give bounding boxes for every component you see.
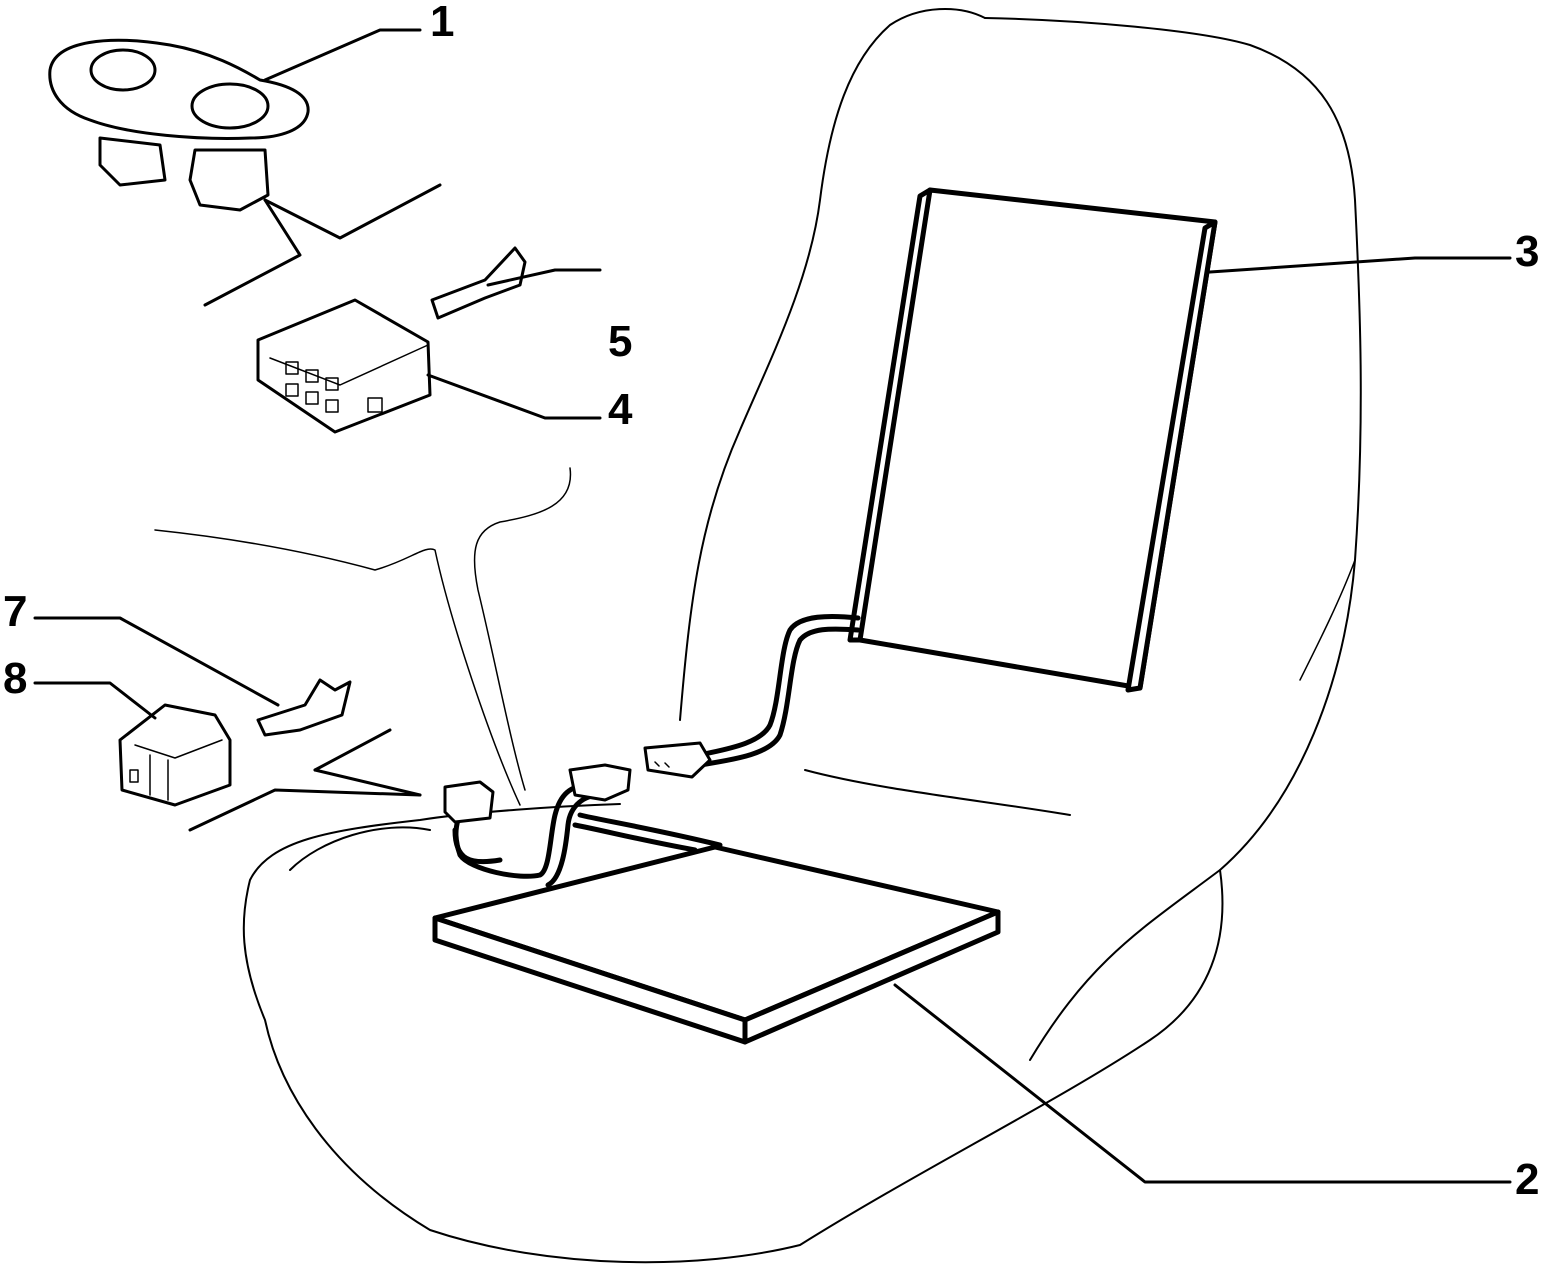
guide-line-b — [473, 467, 572, 791]
backrest-heating-pad — [847, 187, 1218, 693]
harness-connector-b — [568, 763, 632, 802]
leader-2 — [893, 983, 1512, 1184]
harness-connector-c — [443, 780, 495, 824]
break-line-8c — [313, 728, 392, 772]
leader-5 — [486, 268, 602, 287]
callout-3: 3 — [1515, 227, 1539, 276]
guide-line-a — [154, 529, 521, 806]
break-line-8b — [313, 768, 422, 797]
callout-4: 4 — [608, 385, 633, 434]
callout-2: 2 — [1515, 1155, 1539, 1204]
seat-outline-icon — [242, 7, 1362, 1264]
break-line-1b — [263, 183, 442, 240]
harness-connector-a — [643, 741, 712, 779]
leader-8 — [33, 681, 157, 720]
leader-3 — [1208, 256, 1512, 274]
break-line-8 — [188, 788, 422, 832]
callout-8: 8 — [3, 654, 27, 703]
callout-1: 1 — [430, 0, 454, 46]
break-line-1 — [203, 198, 302, 307]
leader-4 — [426, 373, 602, 420]
terminal-icon — [256, 678, 352, 737]
terminal-icon — [430, 246, 527, 320]
wiring-harness — [452, 613, 861, 888]
callout-5: 5 — [608, 317, 632, 366]
connector-icon — [118, 703, 232, 807]
leader-1 — [263, 28, 422, 82]
callout-7: 7 — [3, 587, 27, 636]
cushion-heating-pad — [432, 844, 1001, 1045]
leader-7 — [33, 616, 280, 707]
connector-icon — [256, 298, 432, 434]
rocker-switch-icon — [48, 38, 310, 212]
